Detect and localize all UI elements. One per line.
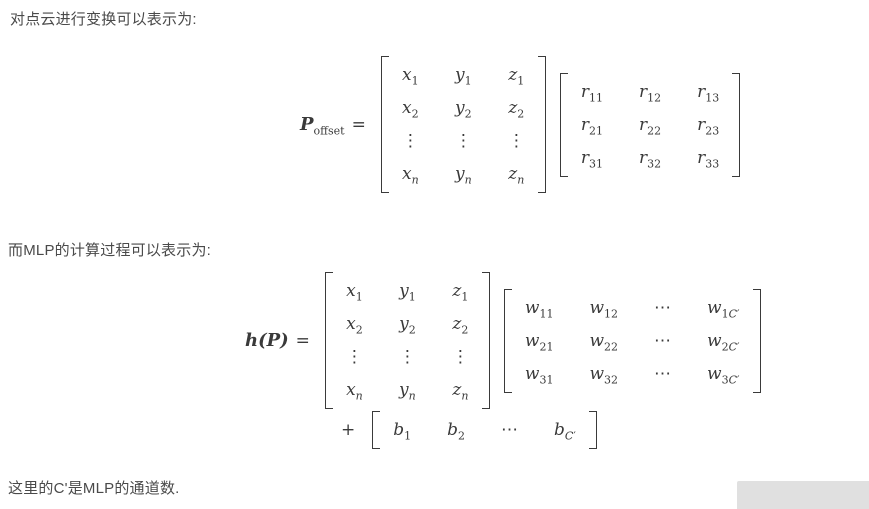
matrix-cell: ⋯ (654, 363, 672, 384)
matrix-cell: ⋯ (654, 330, 672, 351)
matrix-cell: y1 (399, 281, 416, 304)
matrix-cell: x2 (346, 314, 363, 337)
matrix-cell: ⋯ (501, 420, 519, 440)
matrix-grid: x1 y1 z1 x2 y2 z2 ⋮ ⋮ ⋮ xn yn zn (333, 272, 482, 409)
matrix-cell: ⋮ (454, 131, 472, 151)
matrix-cell: w22 (589, 330, 619, 353)
matrix-cell: w21 (524, 330, 554, 353)
paragraph-note-channels: 这里的C'是MLP的通道数. (8, 480, 180, 497)
formula2-line2: + b1 b2 ⋯ bC′ (341, 411, 768, 449)
right-bracket (481, 272, 490, 409)
paragraph-intro-mlp: 而MLP的计算过程可以表示为: (8, 242, 212, 259)
matrix-cell: x1 (346, 281, 363, 304)
matrix-cell: zn (452, 380, 469, 403)
right-bracket (752, 288, 761, 393)
left-bracket (559, 72, 568, 177)
left-bracket (324, 272, 333, 409)
matrix-cell: y2 (399, 314, 416, 337)
matrix-grid: r11 r12 r13 r21 r22 r23 r31 r32 r33 (568, 73, 732, 177)
equals-sign: = (351, 115, 366, 135)
matrix-cell: r22 (638, 114, 662, 137)
matrix-grid: w11 w12 ⋯ w1C′ w21 w22 ⋯ w2C′ w31 w32 ⋯ w3C′ (512, 289, 753, 393)
right-bracket (537, 56, 546, 193)
left-bracket (372, 411, 381, 449)
matrix-cell: ⋮ (398, 347, 416, 367)
matrix-cell: xn (346, 380, 363, 403)
matrix-cell: x1 (402, 65, 419, 88)
matrix-cell: ⋮ (451, 347, 469, 367)
matrix-cell: y2 (455, 98, 472, 121)
points-matrix: x1 y1 z1 x2 y2 z2 ⋮ ⋮ ⋮ xn yn zn (380, 56, 546, 193)
left-bracket (503, 288, 512, 393)
matrix-cell: xn (401, 164, 419, 187)
matrix-cell: r31 (580, 147, 603, 170)
right-bracket (588, 411, 597, 449)
matrix-grid: x1 y1 z1 x2 y2 z2 ⋮ ⋮ ⋮ xn yn zn (389, 56, 538, 193)
weight-matrix: w11 w12 ⋯ w1C′ w21 w22 ⋯ w2C′ w31 w32 ⋯ w3C′ (503, 288, 761, 393)
formula-point-transform: Poffset = x1 y1 z1 x2 y2 z2 ⋮ ⋮ ⋮ xn yn zn r11 r12 r13… (300, 56, 747, 193)
watermark (737, 481, 869, 509)
matrix-cell: r33 (697, 147, 720, 170)
formula1-lhs-symbol: P (300, 114, 314, 135)
matrix-cell: w1C′ (707, 297, 740, 320)
matrix-cell: r32 (638, 147, 662, 170)
points-matrix: x1 y1 z1 x2 y2 z2 ⋮ ⋮ ⋮ xn yn zn (324, 272, 490, 409)
equals-sign: = (295, 331, 310, 351)
plus-sign: + (341, 420, 356, 440)
bias-vector: b1 b2 ⋯ bC′ (372, 411, 597, 449)
matrix-cell: bC′ (554, 420, 576, 443)
matrix-cell: r11 (580, 81, 603, 104)
matrix-cell: z2 (508, 98, 525, 121)
formula1-lhs: Poffset = (300, 114, 366, 138)
matrix-cell: yn (454, 164, 472, 187)
matrix-cell: z1 (508, 65, 525, 88)
matrix-cell: r23 (697, 114, 720, 137)
right-bracket (732, 72, 741, 177)
matrix-cell: ⋮ (507, 131, 525, 151)
matrix-cell: w31 (524, 363, 554, 386)
matrix-cell: x2 (402, 98, 419, 121)
matrix-cell: w2C′ (707, 330, 740, 353)
matrix-cell: ⋮ (345, 347, 363, 367)
matrix-cell: w3C′ (707, 363, 740, 386)
matrix-cell: r13 (697, 81, 720, 104)
matrix-grid: b1 b2 ⋯ bC′ (380, 411, 589, 449)
matrix-cell: zn (508, 164, 525, 187)
matrix-cell: yn (399, 380, 416, 403)
formula2-lhs-symbol: h(P) (245, 330, 289, 351)
formula2-lhs: h(P) = (245, 330, 310, 351)
matrix-cell: w32 (589, 363, 619, 386)
matrix-cell: z2 (452, 314, 469, 337)
matrix-cell: r21 (580, 114, 603, 137)
matrix-cell: b2 (447, 420, 466, 443)
left-bracket (380, 56, 389, 193)
matrix-cell: y1 (455, 65, 472, 88)
matrix-cell: w11 (524, 297, 554, 320)
matrix-cell: w12 (589, 297, 619, 320)
formula1-lhs-subscript: offset (313, 124, 345, 138)
matrix-cell: ⋮ (401, 131, 419, 151)
matrix-cell: r12 (638, 81, 662, 104)
matrix-cell: z1 (452, 281, 469, 304)
matrix-cell: b1 (393, 420, 412, 443)
matrix-cell: ⋯ (654, 297, 672, 318)
paragraph-intro-transform: 对点云进行变换可以表示为: (10, 11, 197, 28)
rotation-matrix: r11 r12 r13 r21 r22 r23 r31 r32 r33 (559, 72, 741, 177)
